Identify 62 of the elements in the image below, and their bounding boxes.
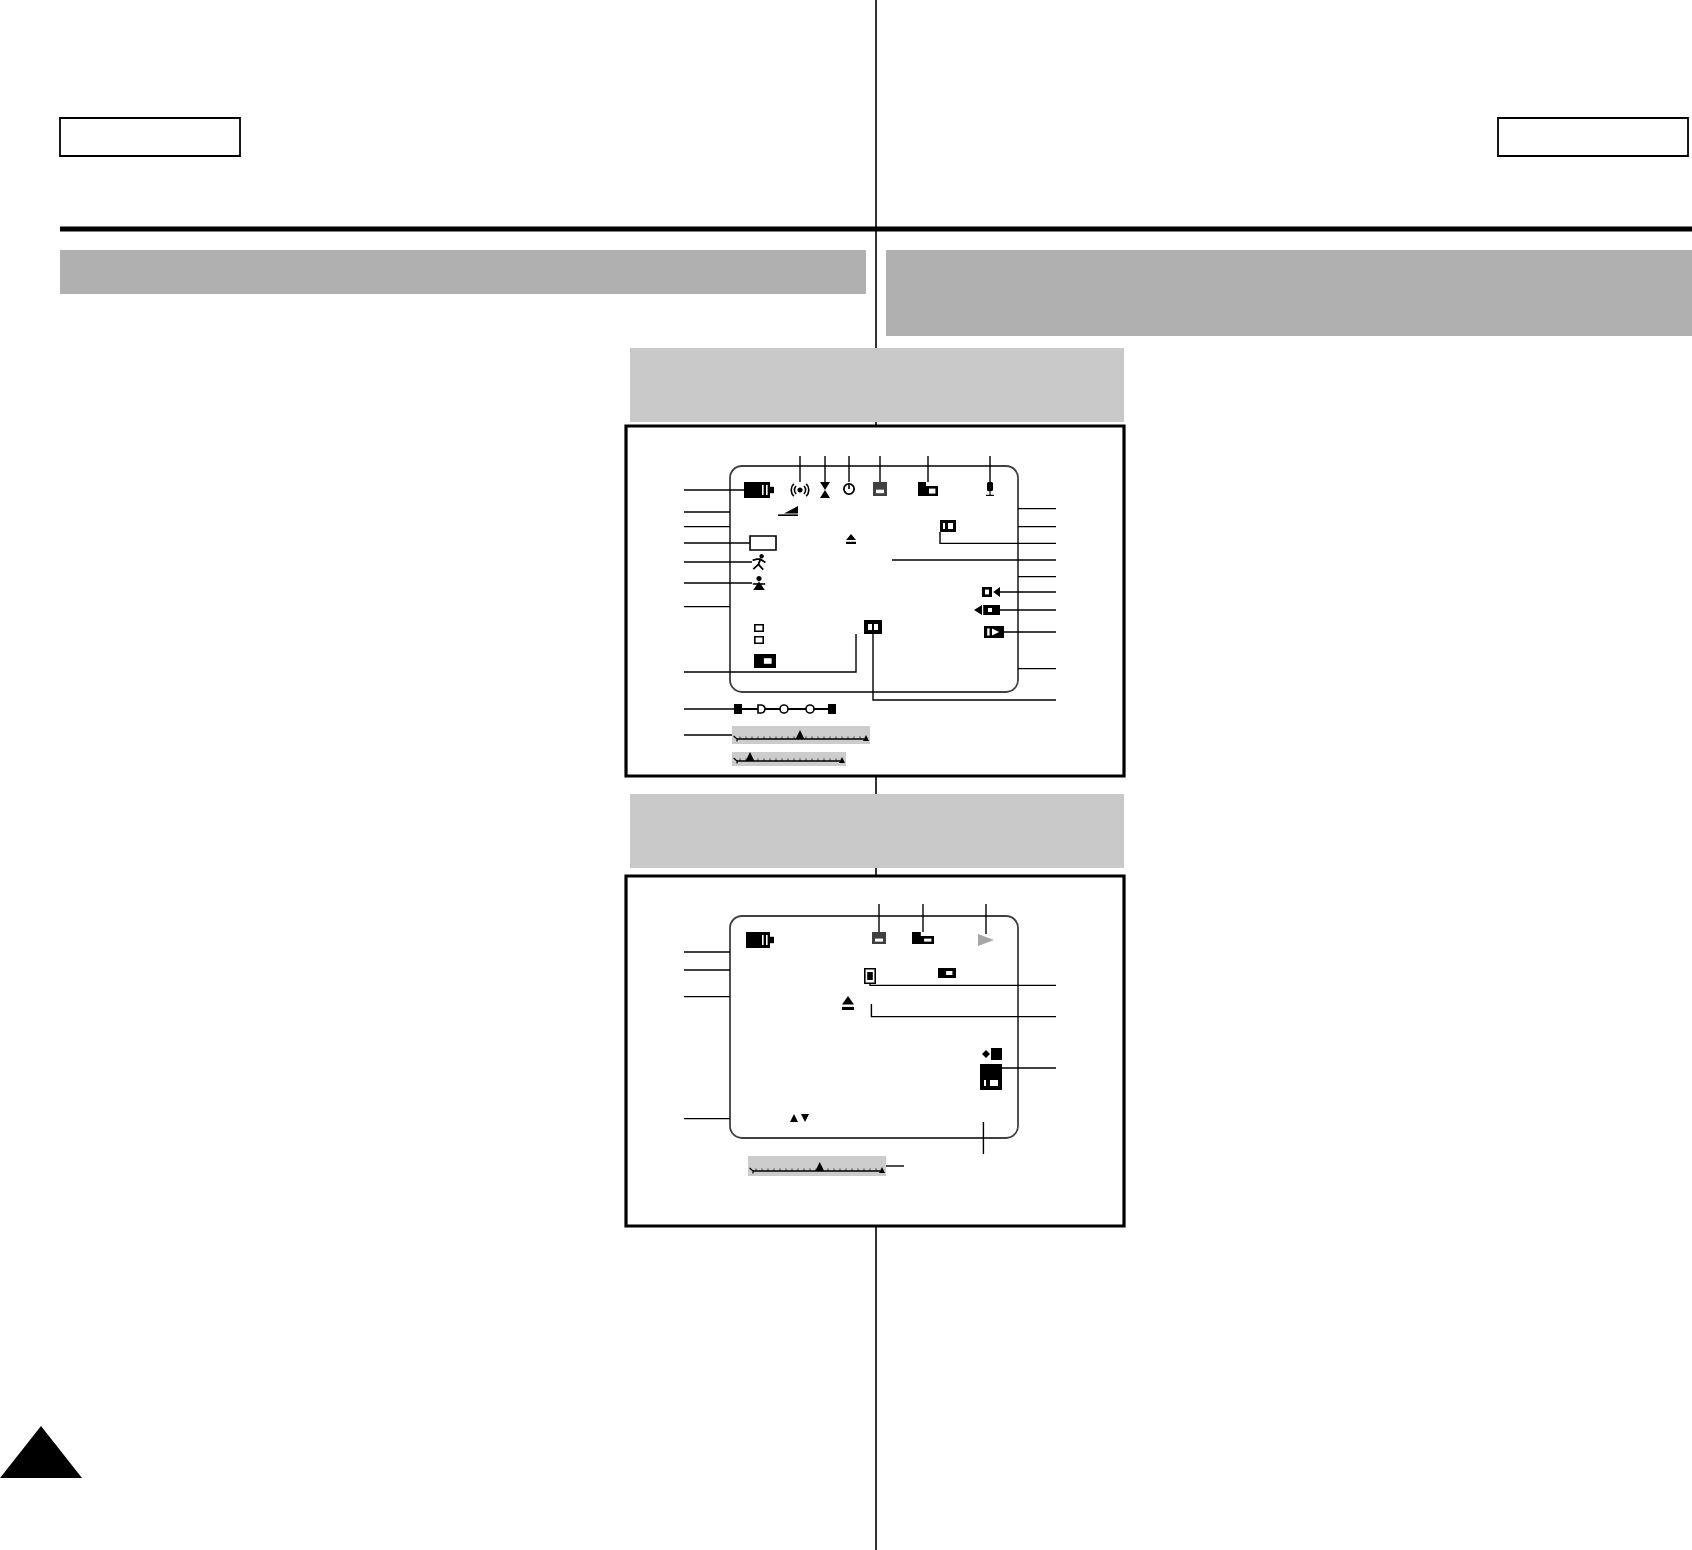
leader-line [982, 1121, 985, 1155]
leader-line [848, 455, 850, 483]
leader-line [985, 903, 987, 935]
leader-line [999, 591, 1057, 593]
leader-line [1003, 631, 1057, 633]
tile-icon [974, 605, 1000, 615]
leader-line [683, 951, 731, 953]
viewfinder-screen [729, 915, 1019, 1139]
rectangle-icon [749, 535, 777, 551]
microphone-icon [985, 482, 995, 496]
leader-line [1001, 1067, 1057, 1069]
title-band [630, 794, 1124, 868]
leader-line [1017, 667, 1057, 670]
heading-band [60, 250, 866, 294]
slider-bar [748, 1156, 886, 1176]
leader-line [989, 455, 991, 483]
leader-line [999, 609, 1057, 611]
leader-line [885, 1165, 905, 1167]
leader-line [872, 633, 1057, 701]
leader-line [683, 582, 753, 584]
tile-icon [980, 1064, 1002, 1090]
leader-line [683, 542, 751, 544]
heading-band [886, 250, 1692, 336]
leader-line [683, 489, 745, 491]
block-icon [918, 482, 938, 496]
leader-line [799, 455, 801, 483]
viewfinder-screen [729, 465, 1019, 693]
block-icon [912, 932, 934, 944]
leader-line [683, 525, 731, 528]
leader-line [870, 1003, 1057, 1018]
leader-line [878, 903, 880, 933]
leader-line [922, 903, 924, 933]
label-box [59, 117, 241, 157]
leader-line [1017, 507, 1057, 510]
leader-line [1017, 525, 1057, 528]
signal-icon [790, 482, 810, 497]
leader-line [927, 455, 929, 483]
runner-icon [751, 554, 767, 571]
leader-line [683, 561, 753, 563]
title-band [630, 348, 1124, 422]
leader-line [939, 531, 1057, 545]
leader-line [824, 455, 826, 483]
leader-line [683, 995, 731, 998]
play-icon [978, 934, 994, 946]
leader-line [1017, 575, 1057, 578]
leader-line [683, 605, 731, 608]
framed-icon [864, 968, 876, 984]
leader-line [683, 1117, 731, 1120]
leader-line [879, 455, 881, 483]
person-icon [752, 576, 766, 590]
leader-line [683, 734, 733, 736]
leader-line [683, 708, 735, 710]
clock-icon [843, 483, 855, 495]
leader-line [683, 633, 857, 673]
label-box [1497, 117, 1689, 157]
leader-line [869, 983, 1057, 987]
leader-line [683, 969, 731, 971]
chain-icon [734, 704, 836, 714]
leader-line [683, 511, 731, 513]
hourglass-icon [820, 482, 830, 498]
tile-icon [982, 587, 1000, 597]
leader-line [891, 559, 1057, 561]
